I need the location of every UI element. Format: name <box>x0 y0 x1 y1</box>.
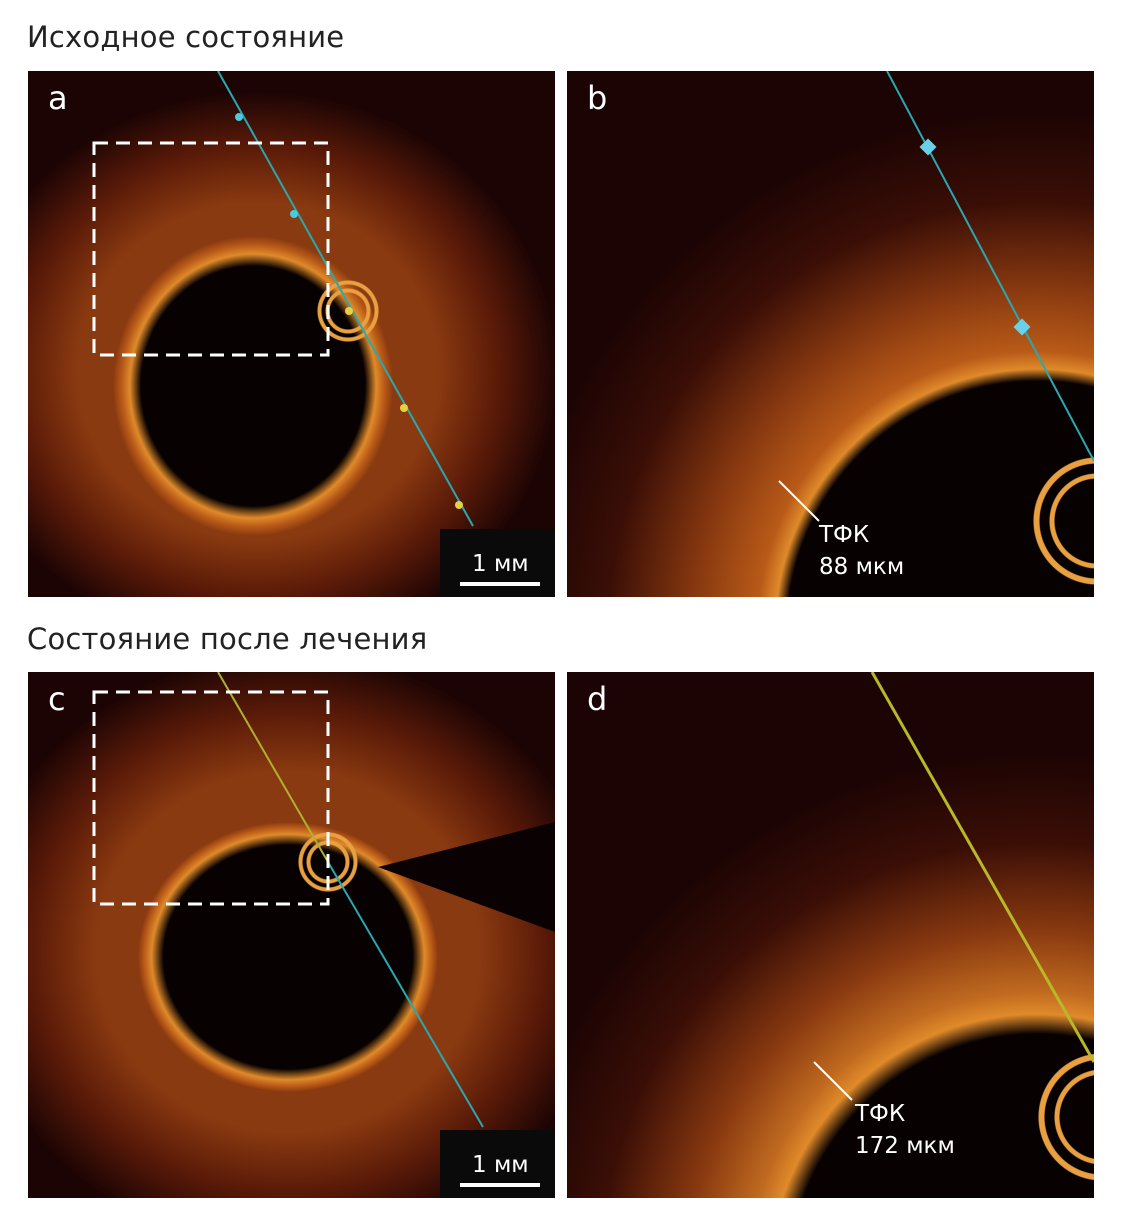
panel-letter-a: a <box>48 79 68 117</box>
panel-letter-c: c <box>48 680 66 718</box>
section-title-after-treatment: Состояние после лечения <box>27 622 428 656</box>
panel-letter-d: d <box>587 680 608 718</box>
panel-c-oct-image: c 1 мм <box>28 672 555 1198</box>
scale-bar: 1 мм <box>440 529 555 597</box>
panel-d-oct-zoom: d ТФК 172 мкм <box>567 672 1094 1198</box>
fibrous-cap-annotation: ТФК 172 мкм <box>855 1098 955 1162</box>
panel-a-oct-image: a 1 мм <box>28 71 555 597</box>
annotation-value: 172 мкм <box>855 1133 955 1159</box>
annotation-label: ТФК <box>819 522 870 548</box>
scale-label: 1 мм <box>472 551 529 577</box>
annotation-value: 88 мкм <box>819 554 905 580</box>
annotation-label: ТФК <box>855 1101 906 1127</box>
panel-letter-b: b <box>587 79 608 117</box>
panel-b-oct-zoom: b ТФК 88 мкм <box>567 71 1094 597</box>
fibrous-cap-annotation: ТФК 88 мкм <box>819 519 904 583</box>
scale-bar: 1 мм <box>440 1130 555 1198</box>
scale-label: 1 мм <box>472 1152 529 1178</box>
section-title-baseline: Исходное состояние <box>27 20 345 54</box>
